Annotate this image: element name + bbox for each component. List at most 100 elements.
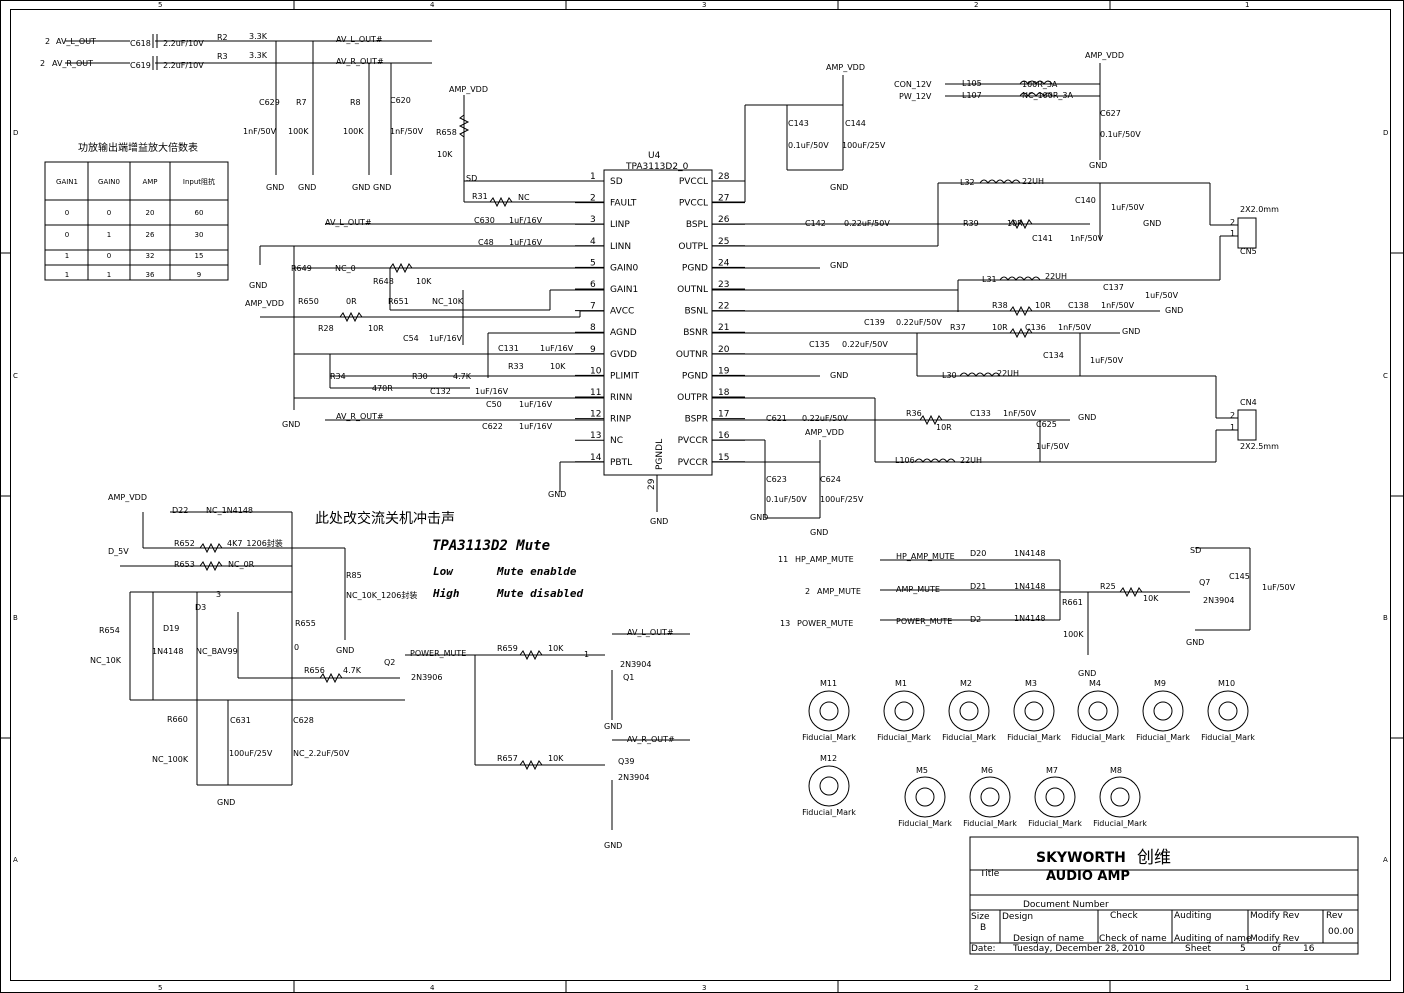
component-label: GND (1165, 306, 1183, 315)
fiducial-label: Fiducial_Mark (1136, 733, 1190, 742)
pin-number: 28 (718, 172, 730, 182)
pin-name: AVCC (610, 307, 634, 317)
ic-body (603, 169, 713, 476)
table-cell: 1 (65, 271, 69, 279)
row-label: B (1383, 614, 1388, 622)
component-label: 2N3906 (411, 673, 442, 682)
pin-name: PLIMIT (610, 371, 640, 381)
component-label: GND (373, 183, 391, 192)
component-label: AV_R_OUT# (627, 735, 675, 744)
component-label: 10K (437, 150, 453, 159)
fiducial-label: Fiducial_Mark (898, 819, 952, 828)
sheet-total: 16 (1303, 944, 1315, 954)
component-label: L105 (962, 79, 982, 88)
component-label: 10K (550, 362, 566, 371)
component-label: R653 (174, 560, 195, 569)
table-cell: 1 (107, 231, 111, 239)
component-label: AV_R_OUT# (336, 57, 384, 66)
component-label: C131 (498, 344, 519, 353)
col-label: 5 (158, 984, 162, 992)
check-name: Check of name (1099, 934, 1167, 944)
component-label: R31 (472, 192, 488, 201)
table-cell: 0 (65, 209, 69, 217)
pin-name: BSNR (683, 328, 708, 338)
table-header: AMP (142, 178, 157, 186)
fiducial-outer (1077, 690, 1119, 732)
component-label: 2N3904 (1203, 596, 1234, 605)
modify-name: Modify Rev (1250, 934, 1300, 944)
component-label: 0.22uF/50V (842, 340, 888, 349)
size-label: Size (971, 912, 990, 922)
component-label: Q39 (618, 757, 634, 766)
component-label: 10K (548, 754, 564, 763)
col-label: 4 (430, 984, 435, 992)
pin-number: 23 (718, 280, 729, 290)
fiducial-label: Fiducial_Mark (942, 733, 996, 742)
fiducial-outer (808, 690, 850, 732)
component-label: PW_12V (899, 92, 932, 101)
component-label: L106 (895, 456, 915, 465)
row-label: D (13, 129, 18, 137)
fiducial-label: Fiducial_Mark (1007, 733, 1061, 742)
component-label: 1uF/16V (509, 216, 543, 225)
mute-low-label: Low (433, 565, 454, 578)
component-label: NC_100K (152, 755, 189, 764)
component-label: C619 (130, 61, 151, 70)
component-label: NC_100R_3A (1022, 91, 1073, 100)
component-label: 1uF/50V (1036, 442, 1070, 451)
component-label: GND (604, 841, 622, 850)
component-label: M5 (916, 766, 928, 775)
component-label: AV_L_OUT (56, 37, 96, 46)
component-label: AV_R_OUT# (336, 412, 384, 421)
component-label: GND (750, 513, 768, 522)
date-value: Tuesday, December 28, 2010 (1012, 944, 1145, 954)
component-label: Q2 (384, 658, 395, 667)
component-label: 2N3904 (618, 773, 649, 782)
component-label: D3 (195, 603, 206, 612)
pin-number: 3 (590, 215, 596, 225)
component-label: R651 (388, 297, 409, 306)
component-label: M1 (895, 679, 907, 688)
table-cell: 26 (146, 231, 155, 239)
component-label: 100K (343, 127, 364, 136)
rev-value: 00.00 (1328, 927, 1354, 937)
table-cell: 0 (107, 252, 111, 260)
component-label: 22UH (997, 369, 1019, 378)
pin-number: 10 (590, 366, 602, 376)
component-label: GND (352, 183, 370, 192)
mute-low-value: Mute enablde (496, 565, 577, 578)
component-label: C143 (788, 119, 809, 128)
pin-name: PGND (682, 371, 708, 381)
component-label: C628 (293, 716, 314, 725)
fiducial-label: Fiducial_Mark (1071, 733, 1125, 742)
pin-number: 5 (590, 258, 596, 268)
pin-number: 17 (718, 410, 729, 420)
component-label: D20 (970, 549, 986, 558)
component-label: C144 (845, 119, 866, 128)
component-label: C135 (809, 340, 830, 349)
fiducial-outer (1142, 690, 1184, 732)
pin-name: FAULT (610, 199, 637, 209)
component-label: M10 (1218, 679, 1235, 688)
component-label: L107 (962, 91, 982, 100)
component-label: R30 (412, 372, 428, 381)
component-label: 1uF/16V (509, 238, 543, 247)
pin-name: GVDD (610, 350, 637, 360)
table-cell: 0 (107, 209, 111, 217)
component-label: R649 (291, 264, 312, 273)
component-label: R648 (373, 277, 394, 286)
component-label: 10R (936, 423, 952, 432)
component-label: 10R (992, 323, 1008, 332)
component-label: M4 (1089, 679, 1101, 688)
component-label: 1N4148 (1014, 549, 1045, 558)
component-label: 1 (1230, 229, 1235, 238)
pin-name: SD (610, 177, 623, 187)
fiducial-outer (883, 690, 925, 732)
component-label: GND (604, 722, 622, 731)
component-label: 2 (45, 37, 50, 46)
auditing-label: Auditing (1174, 911, 1212, 921)
component-label: GND (650, 517, 668, 526)
component-label: R37 (950, 323, 966, 332)
